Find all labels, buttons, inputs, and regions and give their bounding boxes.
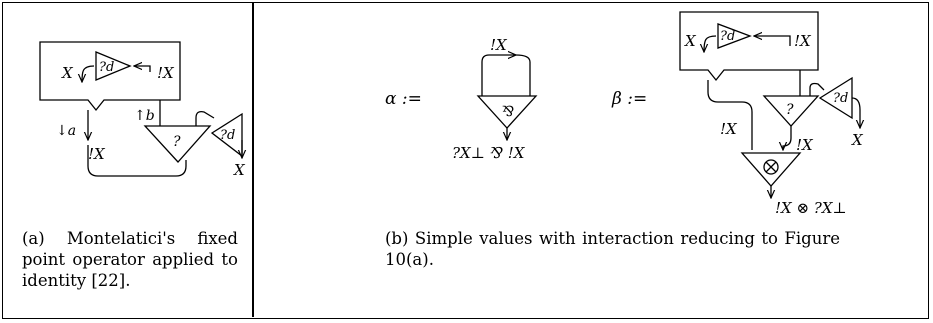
label-qd-top: ?d [99, 60, 114, 75]
beta-query-triangle [762, 95, 820, 127]
label-x-out: X [233, 161, 246, 179]
figure-frame [2, 2, 929, 319]
beta-wire-in [754, 36, 791, 46]
tensor-circle-cross [765, 161, 777, 173]
dereliction-triangle-a [95, 51, 132, 81]
beta-qd-box: ?d [720, 29, 735, 44]
beta-tensor-out-label: !X ⊗ ?X⊥ [775, 199, 847, 217]
beta-wire-q-tensor [783, 126, 792, 150]
beta-bangx-left: !X [720, 120, 738, 138]
caption-a: (a) Montelatici's fixed point operator a… [22, 229, 238, 290]
wire-a-loop [87, 145, 187, 177]
label-x-left: X [61, 64, 74, 82]
label-bangx-top: !X [157, 64, 175, 82]
caption-b: (b) Simple values with interaction reduc… [385, 229, 840, 269]
alpha-top-label: !X [490, 36, 508, 54]
tensor-circle [763, 159, 779, 175]
label-qd-right: ?d [220, 128, 235, 143]
label-up-b: ↑b [134, 108, 155, 124]
label-bangx-mid: !X [88, 145, 106, 163]
panel-a-diagram [39, 41, 243, 177]
beta-qd-right: ?d [833, 91, 848, 106]
beta-wire-q-d [809, 82, 825, 96]
alpha-out-label: ?X⊥ ⅋ !X [452, 144, 526, 162]
alpha-label: α := [385, 89, 422, 109]
beta-bangx-right: !X [796, 136, 814, 154]
beta-label: β := [611, 89, 647, 109]
wire-a-c [195, 110, 215, 126]
alpha-loop-right [515, 54, 531, 96]
panel-divider [252, 2, 254, 317]
beta-bangx-box: !X [794, 32, 812, 50]
beta-box [679, 11, 819, 82]
beta-labels: β := X ?d !X ? ?d X !X !X !X ⊗ ?X⊥ [611, 29, 864, 217]
tensor-triangle [740, 152, 802, 187]
beta-wire-out [704, 35, 717, 52]
panel-a-labels: X ?d !X ↓a ↑b !X ? ?d X [56, 60, 246, 179]
beta-wire-box-down [707, 80, 753, 150]
beta-wire-x-out [851, 97, 860, 128]
beta-query: ? [786, 102, 794, 118]
alpha-par-label: ⅋ [502, 104, 514, 120]
box-a [39, 41, 181, 112]
label-down-a: ↓a [56, 123, 76, 139]
wire-a-out [82, 65, 95, 82]
alpha-diagram [476, 54, 538, 140]
alpha-labels: α := !X ⅋ ?X⊥ ⅋ !X [385, 36, 526, 162]
beta-x-out: X [851, 131, 864, 149]
beta-inner-triangle [717, 23, 752, 49]
query-triangle-a [143, 125, 212, 163]
par-triangle [476, 95, 538, 129]
label-query-a: ? [173, 134, 181, 150]
alpha-loop [481, 55, 516, 96]
beta-diagram [679, 11, 860, 198]
wire-a-in [134, 66, 151, 72]
beta-x-left: X [684, 32, 697, 50]
dereliction-triangle-a2 [210, 112, 243, 158]
